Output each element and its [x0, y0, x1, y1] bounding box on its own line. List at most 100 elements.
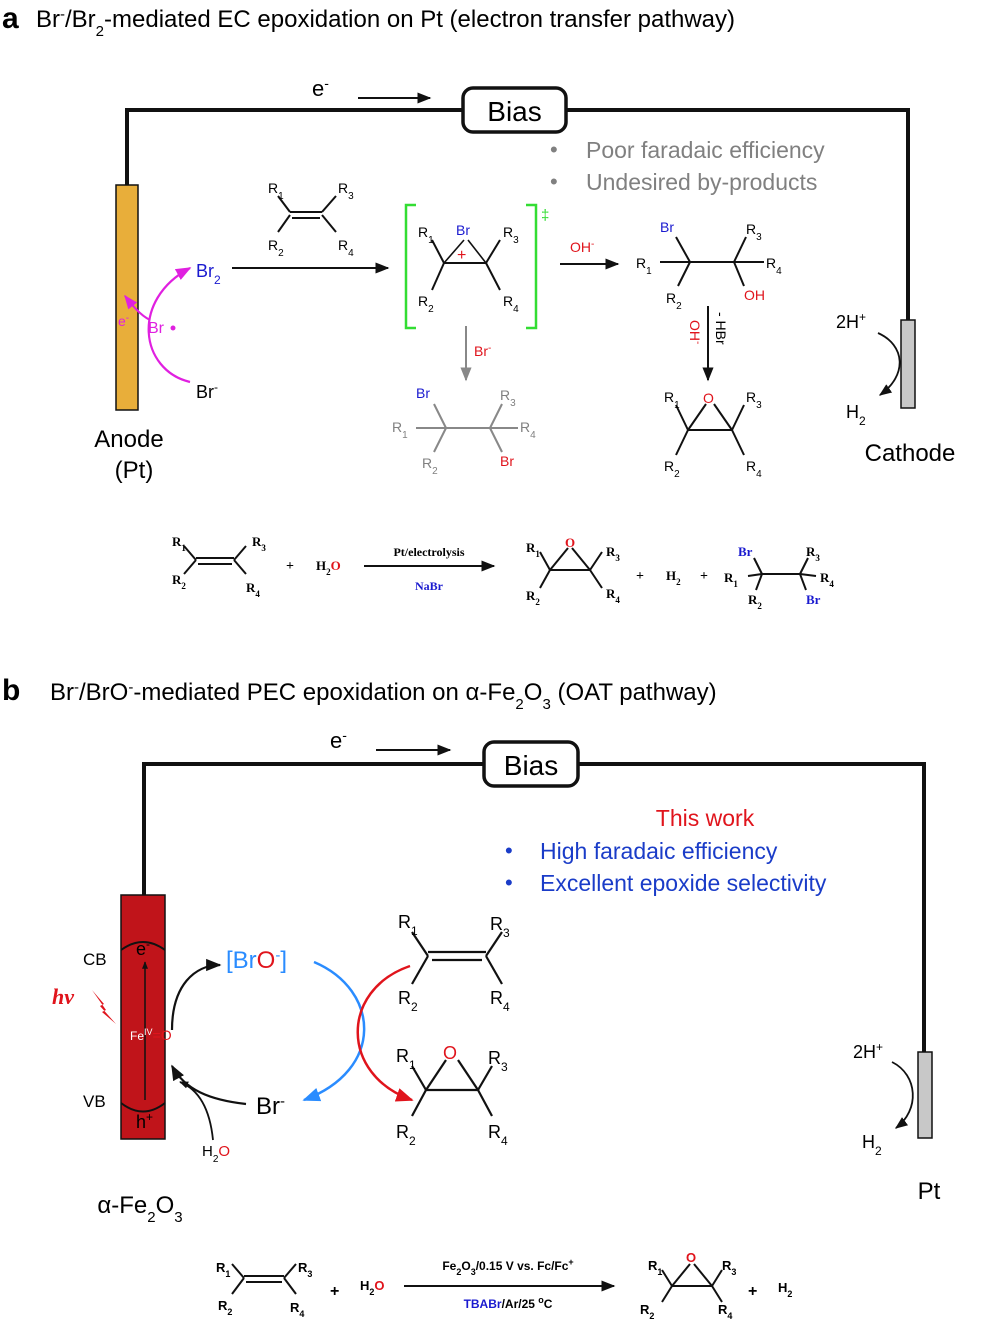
svg-text:Br: Br [416, 385, 430, 401]
fe-iv-oxo-label: FeIV=O [130, 1027, 172, 1043]
epoxide-product: O R1 R2 R3 R4 [396, 1043, 508, 1148]
cathode-label: Cathode [865, 440, 956, 467]
bromide-attack-label: Br- [474, 343, 491, 360]
fe2o3-photoanode [120, 894, 166, 1140]
svg-text:R1: R1 [418, 224, 434, 246]
circuit-wire-right [566, 108, 910, 320]
svg-text:R1: R1 [526, 540, 540, 559]
hydrogen-evolution-arrow [891, 1061, 914, 1129]
panel-a-title: Br-/Br2-mediated EC epoxidation on Pt (e… [36, 6, 735, 40]
svg-text:OH: OH [744, 287, 765, 303]
svg-text:R4: R4 [246, 580, 260, 599]
note-byproducts: Undesired by-products [586, 169, 817, 195]
svg-text:R3: R3 [606, 544, 620, 563]
circuit-wire-left [142, 762, 484, 895]
svg-text:+: + [700, 569, 708, 584]
svg-text:H2O: H2O [360, 1278, 385, 1297]
anode-electron-label: e- [118, 313, 129, 330]
conduction-band [120, 941, 166, 951]
svg-text:R4: R4 [766, 255, 782, 277]
light-bolt-icon [92, 990, 116, 1024]
dibromide-byproduct: Br R1 R2 R3 R4 Br [392, 385, 536, 477]
svg-text:R3: R3 [746, 221, 762, 243]
electron-label: e- [312, 75, 329, 101]
note-bullet: • [505, 870, 513, 895]
svg-text:R4: R4 [746, 458, 762, 480]
valence-band [120, 1102, 166, 1113]
svg-text:R1: R1 [172, 534, 186, 553]
svg-text:R2: R2 [218, 1298, 232, 1317]
br-radical-label: Br [148, 320, 165, 337]
svg-text:R1: R1 [724, 570, 738, 589]
svg-text:Br: Br [738, 544, 753, 559]
svg-text:R3: R3 [806, 544, 820, 563]
svg-text:+: + [286, 559, 294, 574]
svg-text:R2: R2 [422, 455, 438, 477]
svg-text:R3: R3 [746, 389, 762, 411]
svg-text:Br: Br [500, 453, 514, 469]
svg-text:+: + [636, 569, 644, 584]
bromide-to-surface-arrow [171, 1064, 247, 1106]
circuit-wire-left [125, 108, 463, 185]
alkene-structure: R1 R2 R3 R4 [268, 180, 354, 259]
svg-text:R4: R4 [490, 988, 510, 1014]
svg-text:R2: R2 [526, 588, 540, 607]
svg-text:Br: Br [456, 222, 470, 238]
svg-text:R4: R4 [520, 419, 536, 441]
alkene-epoxidation-arc [356, 964, 414, 1102]
bromonium-transition-state: ‡ Br + R1 R2 R3 R4 [404, 203, 549, 330]
bromohydrin-structure: Br R1 R2 R3 R4 OH [636, 219, 782, 312]
svg-text:R1: R1 [268, 180, 284, 202]
hypobromite-label: [BrO-] [226, 947, 287, 975]
catalyst-label: Pt/electrolysis [393, 545, 464, 559]
epoxide-product: O R1 R2 R3 R4 [664, 389, 762, 480]
svg-text:R1: R1 [398, 912, 418, 938]
svg-text:R4: R4 [718, 1302, 732, 1319]
salt-label: NaBr [415, 579, 444, 593]
bias-label: Bias [504, 750, 558, 781]
svg-text:R2: R2 [418, 293, 434, 315]
conditions-top-label: Fe2O3/0.15 V vs. Fc/Fc+ [442, 1257, 573, 1277]
svg-text:+: + [748, 1283, 757, 1300]
svg-text:R4: R4 [338, 237, 354, 259]
svg-text:O: O [565, 535, 575, 550]
base-label: OH- [687, 320, 704, 344]
svg-text:+: + [330, 1283, 339, 1300]
counter-electrode-label: Pt [918, 1178, 941, 1205]
svg-text:R2: R2 [268, 237, 284, 259]
panel-b-letter: b [2, 674, 20, 707]
svg-text:R1: R1 [392, 419, 408, 441]
electron-release-arrow [124, 294, 151, 321]
svg-text:‡: ‡ [541, 207, 549, 224]
oxidation-to-bro-arrow [170, 958, 222, 1031]
proton-label: 2H+ [836, 310, 866, 332]
electron-label: e- [330, 727, 347, 753]
svg-text:O: O [443, 1043, 457, 1063]
svg-text:R3: R3 [488, 1048, 508, 1074]
svg-text:R2: R2 [398, 988, 418, 1014]
cathode-electrode [900, 319, 916, 409]
svg-text:R3: R3 [722, 1258, 736, 1277]
svg-text:H2O: H2O [316, 558, 341, 577]
panel-b: b Br-/BrO--mediated PEC epoxidation on α… [2, 674, 941, 1319]
pt-cathode [917, 1051, 933, 1139]
water-label: H2O [202, 1143, 230, 1165]
bias-label: Bias [487, 96, 541, 127]
cb-label: CB [83, 950, 107, 969]
bromide-label: Br- [196, 380, 218, 402]
svg-text:R2: R2 [748, 592, 762, 611]
photoanode-label: α-Fe2O3 [97, 1192, 182, 1226]
svg-text:+: + [457, 247, 466, 264]
svg-text:R1: R1 [648, 1258, 662, 1277]
hydrogen-evolution-arrow [877, 332, 901, 396]
bias-box [482, 740, 580, 788]
h2-label: H2 [846, 402, 866, 428]
bias-box [461, 86, 568, 134]
svg-text:R4: R4 [820, 570, 834, 589]
svg-text:R2: R2 [664, 458, 680, 480]
anode-material-label: (Pt) [115, 457, 154, 484]
svg-text:R4: R4 [290, 1300, 304, 1319]
svg-text:Br: Br [806, 592, 821, 607]
note-bullet: • [505, 838, 513, 863]
svg-text:R2: R2 [396, 1122, 416, 1148]
